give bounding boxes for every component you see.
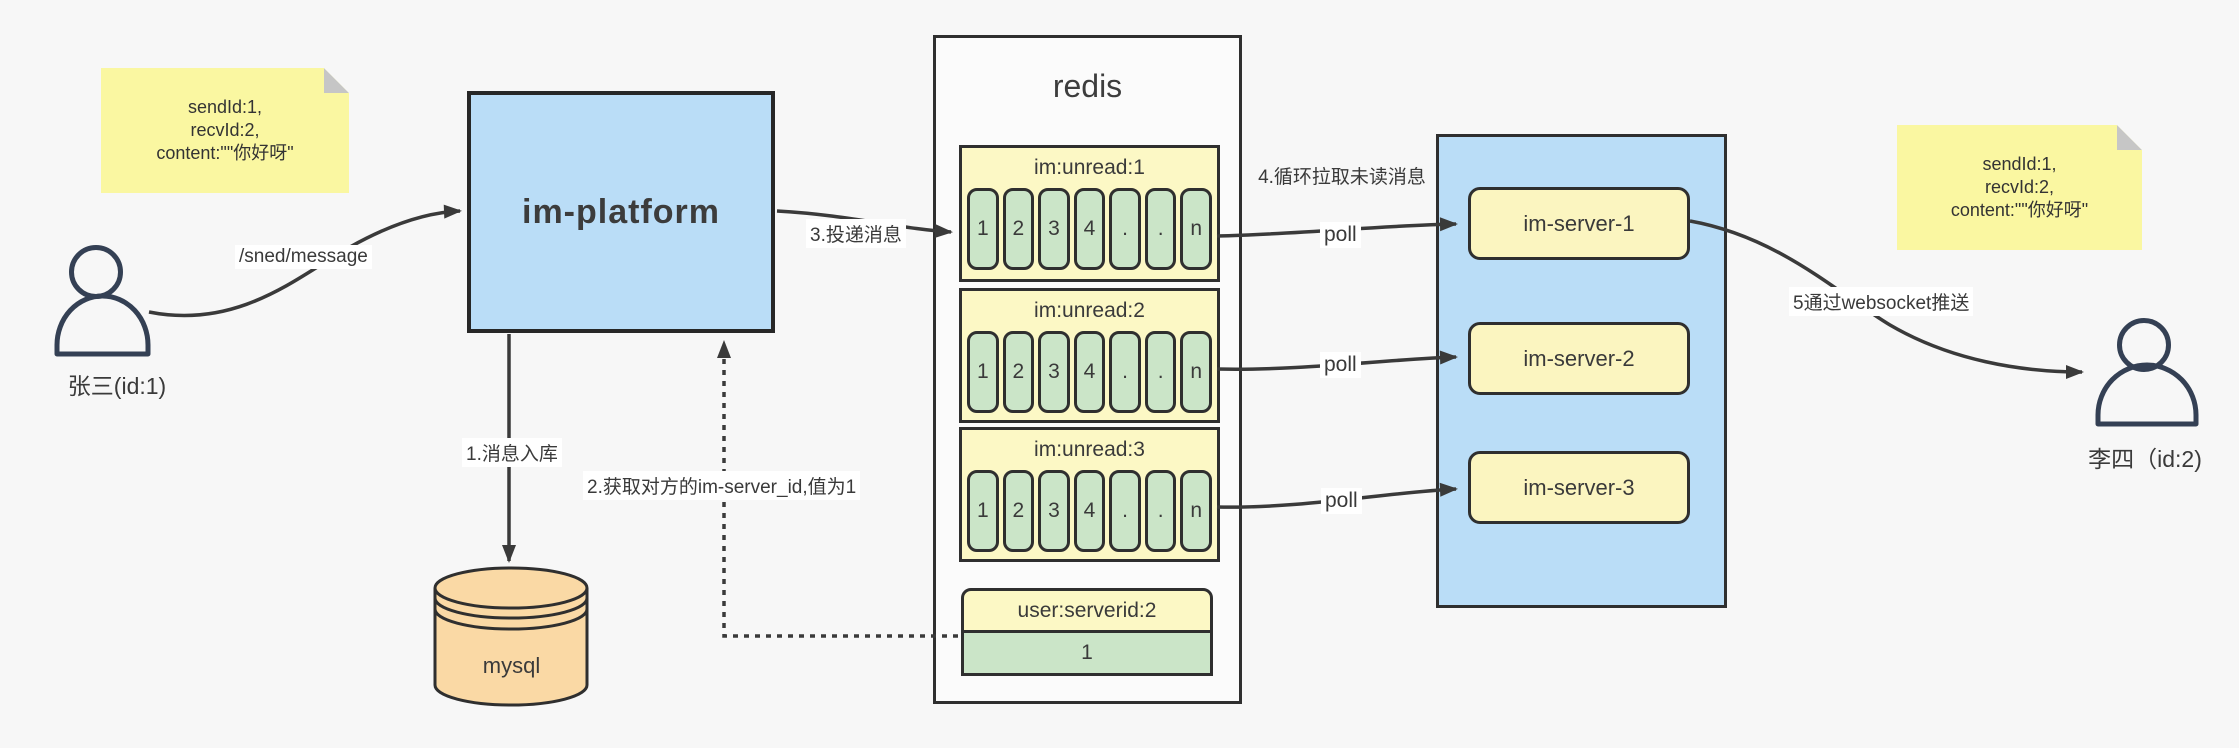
queue-cells: 1 2 3 4 . . n <box>962 188 1217 270</box>
kv-user-serverid-header: user:serverid:2 <box>961 588 1213 633</box>
queue-cell: 4 <box>1073 188 1106 270</box>
note-line: sendId:1, <box>187 97 263 117</box>
queue-im-unread-2: im:unread:2 1 2 3 4 . . n <box>959 288 1220 423</box>
edge-label-send-api: /sned/message <box>235 245 372 269</box>
note-line: content:""你好呀" <box>156 143 294 163</box>
queue-cell: 1 <box>967 470 999 552</box>
receiver-label: 李四（id:2) <box>2088 446 2202 472</box>
edge-label-step5: 5通过websocket推送 <box>1789 287 1974 316</box>
queue-cell: 1 <box>967 331 999 413</box>
queue-cell: 2 <box>1002 331 1035 413</box>
im-server-2-box: im-server-2 <box>1468 322 1690 395</box>
queue-cell: n <box>1180 331 1213 413</box>
note-line: sendId:1, <box>1982 154 2057 174</box>
queue-title: im:unread:1 <box>1034 156 1145 179</box>
queue-cell: 3 <box>1038 470 1070 552</box>
person-icon <box>2095 318 2199 427</box>
sender-label: 张三(id:1) <box>67 373 167 399</box>
im-platform-box: im-platform <box>467 91 775 333</box>
edge-label-step3: 3.投递消息 <box>806 219 906 248</box>
queue-cell: 3 <box>1038 331 1070 413</box>
folded-corner-cut <box>324 68 349 93</box>
queue-cell: 2 <box>1002 470 1035 552</box>
queue-im-unread-1: im:unread:1 1 2 3 4 . . n <box>959 145 1220 282</box>
queue-cell: 4 <box>1073 470 1106 552</box>
queue-cells: 1 2 3 4 . . n <box>962 331 1217 413</box>
queue-cell: . <box>1109 188 1141 270</box>
queue-im-unread-3: im:unread:3 1 2 3 4 . . n <box>959 427 1220 562</box>
im-server-3-box: im-server-3 <box>1468 451 1690 524</box>
kv-user-serverid-value: 1 <box>961 630 1213 676</box>
edge-label-poll-2: poll <box>1320 352 1361 378</box>
edge-label-step1: 1.消息入库 <box>462 438 562 467</box>
edge-step2-dashed <box>717 340 958 638</box>
queue-title: im:unread:3 <box>1034 438 1145 461</box>
mysql-label: mysql <box>482 653 541 678</box>
queue-cell: . <box>1144 188 1177 270</box>
queue-cell: . <box>1144 331 1177 413</box>
edge-label-step4: 4.循环拉取未读消息 <box>1258 167 1426 188</box>
queue-cell: 4 <box>1073 331 1106 413</box>
note-line: recvId:2, <box>190 120 260 140</box>
queue-cell: n <box>1180 470 1213 552</box>
redis-title: redis <box>1052 68 1123 104</box>
im-platform-label: im-platform <box>522 192 720 231</box>
im-server-1-box: im-server-1 <box>1468 187 1690 260</box>
queue-cell: 2 <box>1002 188 1035 270</box>
queue-cells: 1 2 3 4 . . n <box>962 470 1217 552</box>
queue-cell: n <box>1180 188 1213 270</box>
edge-step5-websocket <box>1689 219 2084 379</box>
person-icon <box>54 245 151 357</box>
queue-cell: . <box>1109 331 1141 413</box>
sticky-note-right: sendId:1, recvId:2, content:""你好呀" <box>1897 125 2142 250</box>
note-line: content:""你好呀" <box>1950 200 2089 220</box>
database-cylinder-icon <box>433 566 589 707</box>
folded-corner-cut <box>2117 125 2142 150</box>
edge-label-step2: 2.获取对方的im-server_id,值为1 <box>583 471 861 500</box>
queue-cell: 3 <box>1038 188 1070 270</box>
edge-label-poll-3: poll <box>1321 488 1362 514</box>
queue-cell: . <box>1144 470 1177 552</box>
queue-cell: 1 <box>967 188 999 270</box>
queue-cell: . <box>1109 470 1141 552</box>
edge-label-poll-1: poll <box>1320 222 1361 248</box>
sticky-note-left: sendId:1, recvId:2, content:""你好呀" <box>101 68 349 193</box>
queue-title: im:unread:2 <box>1034 299 1145 322</box>
note-line: recvId:2, <box>1984 177 2055 197</box>
